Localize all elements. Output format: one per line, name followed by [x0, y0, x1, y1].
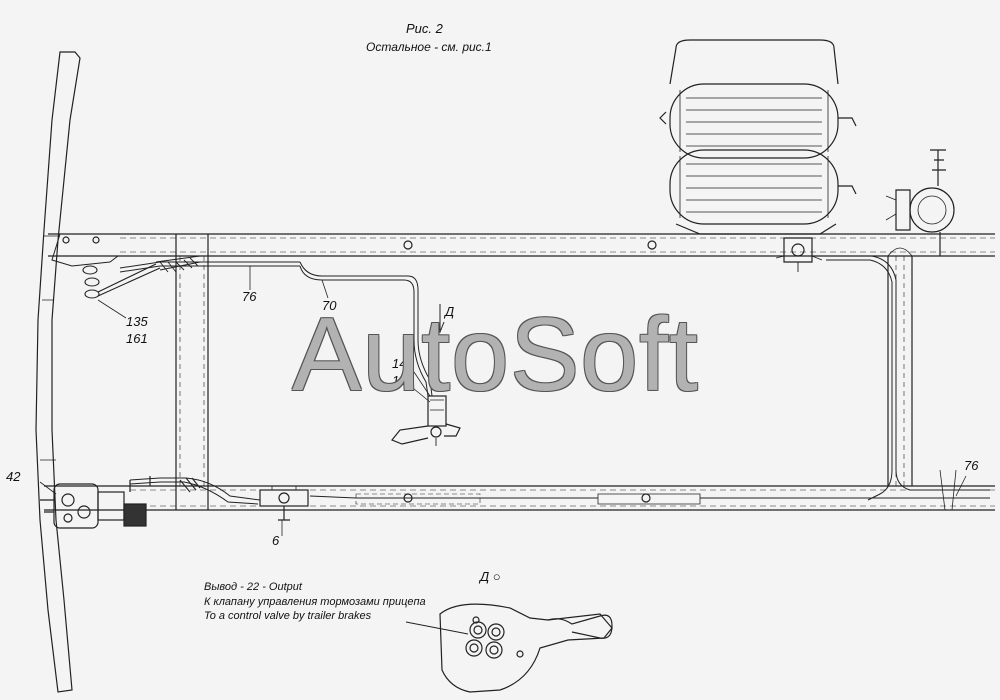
- front-valve-block: [40, 476, 151, 529]
- callout-76-top: 76: [242, 289, 257, 304]
- detail-en-line: To a control valve by trailer brakes: [204, 610, 372, 622]
- callout-6: 6: [272, 533, 280, 548]
- detail-view-d: [405, 603, 613, 693]
- view-d-arrow: [435, 304, 445, 334]
- callout-70: 70: [322, 298, 337, 313]
- callout-145: 145: [392, 356, 414, 371]
- brake-crane-assembly: [391, 395, 461, 446]
- hose-coils-lower: [124, 477, 201, 493]
- detail-ru-line: К клапану управления тормозами прицепа: [204, 596, 426, 608]
- brake-line-right: [826, 255, 990, 501]
- valve-6: [259, 486, 309, 521]
- callout-42: 42: [6, 469, 21, 484]
- frame-rail-upper: [48, 233, 995, 267]
- air-dryer-unit: [885, 149, 955, 256]
- brake-line-70: [299, 261, 433, 397]
- detail-view-label: Д ○: [480, 569, 501, 584]
- air-tank-lower: [669, 149, 857, 235]
- callout-76-bottom: 76: [964, 458, 979, 473]
- callout-160: 160: [392, 373, 414, 388]
- air-tank-upper: [659, 39, 857, 159]
- figure-title: Рис. 2: [406, 21, 443, 36]
- front-bumper: [35, 51, 81, 693]
- detail-output-line: Вывод - 22 - Output: [204, 581, 302, 593]
- brake-line-76-upper: [119, 261, 300, 273]
- figure-subtitle: Остальное - см. рис.1: [366, 40, 492, 54]
- leader-lines: [39, 266, 967, 536]
- protective-valve-upper: [775, 237, 823, 272]
- brake-line-76-lower: [129, 477, 990, 505]
- watermark: AutoSoft: [292, 297, 699, 413]
- callout-135: 135: [126, 314, 148, 329]
- hose-coils-front: [82, 255, 201, 299]
- callout-161: 161: [126, 331, 148, 346]
- callout-view-d: Д: [445, 304, 455, 319]
